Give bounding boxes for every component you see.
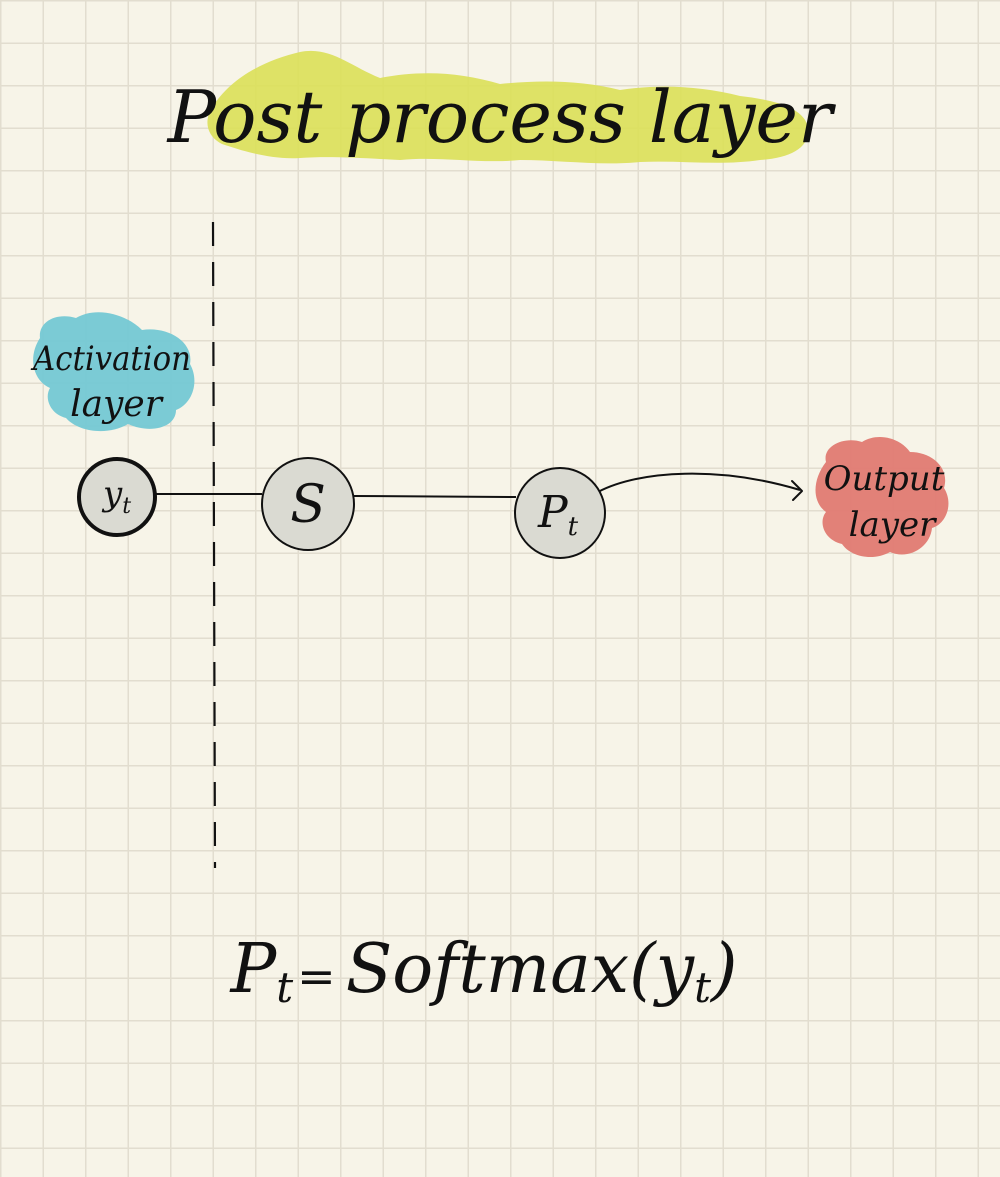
node-pt-main: P bbox=[537, 487, 569, 538]
output-layer-text-line1: Output bbox=[824, 459, 945, 499]
edge-s-to-pt bbox=[353, 495, 517, 498]
formula-close-paren: ) bbox=[709, 930, 738, 1009]
arrowhead-icon bbox=[791, 480, 803, 501]
node-s: S bbox=[261, 457, 355, 551]
formula: Pt=Softmax(yt) bbox=[229, 930, 738, 1012]
formula-arg-sub: t bbox=[694, 963, 711, 1012]
svg-text:Pt: Pt bbox=[537, 487, 579, 542]
formula-equals: = bbox=[297, 949, 336, 1003]
output-layer-label: Output layer bbox=[815, 437, 949, 558]
node-yt-main: y bbox=[101, 474, 123, 514]
activation-layer-text-line2: layer bbox=[70, 384, 164, 425]
node-yt-sub: t bbox=[122, 494, 131, 519]
title-highlight bbox=[207, 50, 809, 164]
layer-boundary-line bbox=[211, 221, 217, 869]
node-yt: yt bbox=[77, 457, 157, 537]
formula-lhs-main: P bbox=[229, 930, 278, 1009]
arrow-pt-to-output bbox=[597, 472, 801, 493]
formula-arg-main: y bbox=[653, 930, 696, 1009]
formula-lhs-sub: t bbox=[276, 963, 293, 1012]
svg-text:yt: yt bbox=[101, 474, 131, 519]
output-layer-text-line2: layer bbox=[849, 505, 937, 545]
diagram-title: Post process layer bbox=[166, 75, 836, 159]
formula-function: Softmax bbox=[346, 930, 629, 1009]
activation-layer-label: Activation layer bbox=[30, 312, 195, 432]
formula-open-paren: ( bbox=[629, 930, 657, 1009]
node-pt: Pt bbox=[514, 467, 606, 559]
node-s-main: S bbox=[290, 475, 326, 535]
node-pt-sub: t bbox=[568, 512, 579, 542]
activation-layer-text-line1: Activation bbox=[30, 339, 191, 379]
